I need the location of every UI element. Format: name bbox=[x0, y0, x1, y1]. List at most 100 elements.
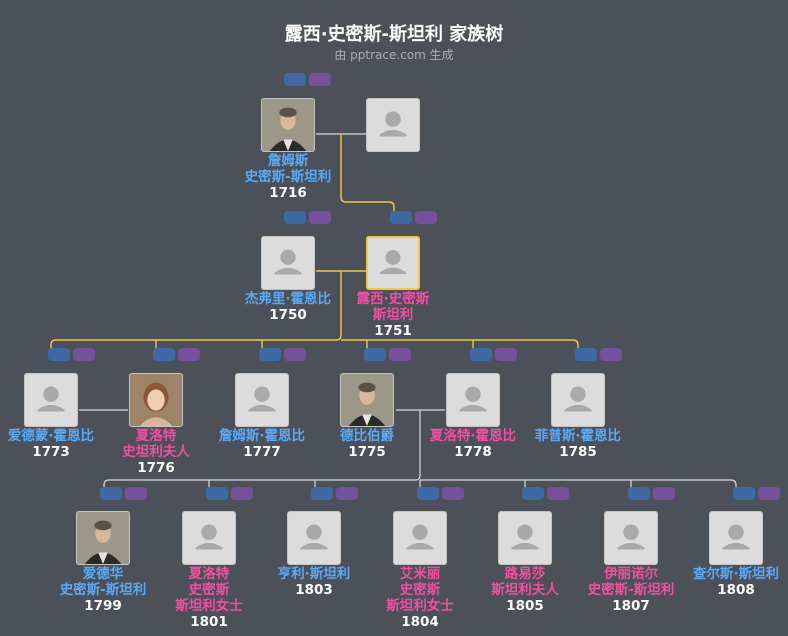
expand-spouse-button[interactable] bbox=[653, 487, 675, 500]
expand-parents-button[interactable] bbox=[470, 348, 492, 361]
person-name-line: 夏洛特·霍恩比 bbox=[429, 428, 517, 444]
person-card-frame[interactable] bbox=[340, 373, 394, 427]
expand-spouse-button[interactable] bbox=[73, 348, 95, 361]
expand-spouse-button[interactable] bbox=[284, 348, 306, 361]
relation-badges[interactable] bbox=[100, 487, 152, 500]
person-name-line: 菲普斯·霍恩比 bbox=[534, 428, 622, 444]
relation-badges[interactable] bbox=[259, 348, 311, 361]
person-card[interactable] bbox=[366, 98, 420, 152]
person-card-frame[interactable] bbox=[446, 373, 500, 427]
person-name-line: 路易莎 bbox=[504, 566, 546, 582]
expand-spouse-button[interactable] bbox=[415, 211, 437, 224]
person-name-line: 史密斯 bbox=[399, 582, 441, 598]
person-name-line: 查尔斯·斯坦利 bbox=[692, 566, 780, 582]
expand-spouse-button[interactable] bbox=[495, 348, 517, 361]
person-card-frame[interactable] bbox=[129, 373, 183, 427]
person-name-line: 夏洛特 bbox=[135, 428, 177, 444]
person-card-frame[interactable] bbox=[235, 373, 289, 427]
person-card-frame[interactable] bbox=[24, 373, 78, 427]
relation-badges[interactable] bbox=[284, 211, 336, 224]
person-card-frame[interactable] bbox=[366, 236, 420, 290]
page-subtitle: 由 pptrace.com 生成 bbox=[334, 48, 454, 62]
expand-parents-button[interactable] bbox=[259, 348, 281, 361]
expand-spouse-button[interactable] bbox=[389, 348, 411, 361]
portrait-image bbox=[77, 512, 129, 564]
relation-badges[interactable] bbox=[364, 348, 416, 361]
expand-spouse-button[interactable] bbox=[309, 211, 331, 224]
expand-parents-button[interactable] bbox=[575, 348, 597, 361]
relation-badges[interactable] bbox=[206, 487, 258, 500]
expand-parents-button[interactable] bbox=[417, 487, 439, 500]
person-name-line: 亨利·斯坦利 bbox=[277, 566, 351, 582]
expand-parents-button[interactable] bbox=[100, 487, 122, 500]
person-birth-year: 1750 bbox=[269, 307, 307, 323]
expand-spouse-button[interactable] bbox=[442, 487, 464, 500]
person-name-line: 史密斯-斯坦利 bbox=[587, 582, 675, 598]
person-card-frame[interactable] bbox=[709, 511, 763, 565]
relation-badges[interactable] bbox=[575, 348, 627, 361]
person-card-frame[interactable] bbox=[604, 511, 658, 565]
expand-parents-button[interactable] bbox=[733, 487, 755, 500]
expand-parents-button[interactable] bbox=[390, 211, 412, 224]
relation-badges[interactable] bbox=[628, 487, 680, 500]
person-card-frame[interactable] bbox=[261, 98, 315, 152]
person-name-line: 斯坦利 bbox=[372, 307, 414, 323]
relation-badges[interactable] bbox=[470, 348, 522, 361]
expand-parents-button[interactable] bbox=[206, 487, 228, 500]
expand-spouse-button[interactable] bbox=[600, 348, 622, 361]
expand-spouse-button[interactable] bbox=[758, 487, 780, 500]
relation-badges[interactable] bbox=[417, 487, 469, 500]
relation-badges[interactable] bbox=[153, 348, 205, 361]
relation-badges[interactable] bbox=[733, 487, 785, 500]
expand-parents-button[interactable] bbox=[284, 73, 306, 86]
expand-spouse-button[interactable] bbox=[336, 487, 358, 500]
expand-parents-button[interactable] bbox=[284, 211, 306, 224]
relation-badges[interactable] bbox=[522, 487, 574, 500]
relation-badges[interactable] bbox=[48, 348, 100, 361]
person-card-frame[interactable] bbox=[393, 511, 447, 565]
person-silhouette-icon bbox=[511, 524, 539, 550]
person-silhouette-icon bbox=[722, 524, 750, 550]
person-silhouette-icon bbox=[406, 524, 434, 550]
expand-parents-button[interactable] bbox=[153, 348, 175, 361]
person-card-frame[interactable] bbox=[366, 98, 420, 152]
person-card-frame[interactable] bbox=[287, 511, 341, 565]
expand-spouse-button[interactable] bbox=[178, 348, 200, 361]
person-card-frame[interactable] bbox=[498, 511, 552, 565]
expand-parents-button[interactable] bbox=[628, 487, 650, 500]
relation-badges[interactable] bbox=[311, 487, 363, 500]
expand-spouse-button[interactable] bbox=[125, 487, 147, 500]
expand-parents-button[interactable] bbox=[48, 348, 70, 361]
expand-parents-button[interactable] bbox=[522, 487, 544, 500]
person-card-frame[interactable] bbox=[551, 373, 605, 427]
expand-spouse-button[interactable] bbox=[231, 487, 253, 500]
relation-badges[interactable] bbox=[284, 73, 336, 86]
person-card-frame[interactable] bbox=[182, 511, 236, 565]
person-card-frame[interactable] bbox=[261, 236, 315, 290]
expand-parents-button[interactable] bbox=[311, 487, 333, 500]
relation-badges[interactable] bbox=[390, 211, 442, 224]
expand-parents-button[interactable] bbox=[364, 348, 386, 361]
expand-spouse-button[interactable] bbox=[309, 73, 331, 86]
person-card-frame[interactable] bbox=[76, 511, 130, 565]
expand-spouse-button[interactable] bbox=[547, 487, 569, 500]
